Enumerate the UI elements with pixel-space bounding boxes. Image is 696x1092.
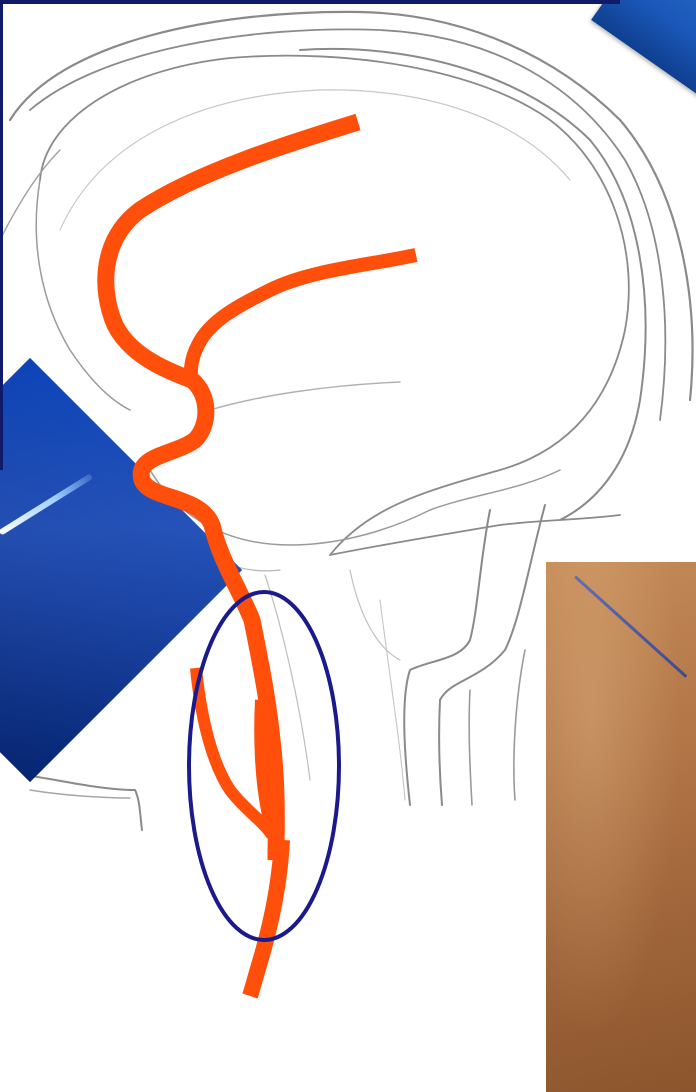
slide-frame-left [0,0,3,470]
highlight-ellipse [189,592,339,940]
slide-frame-top [0,0,620,4]
